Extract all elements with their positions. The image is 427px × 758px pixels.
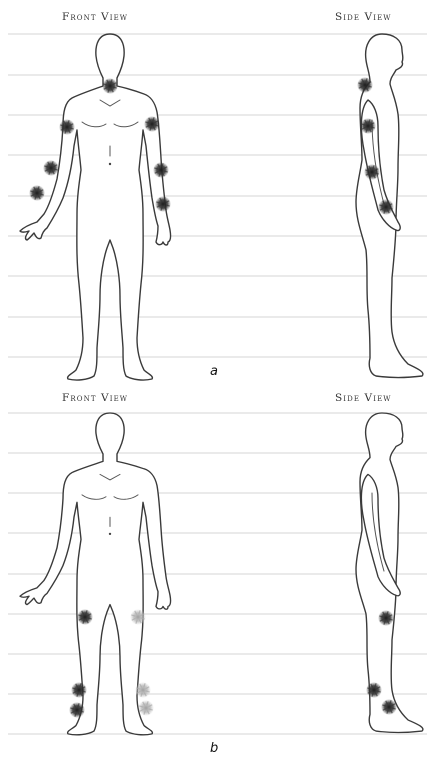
joint-marker-front-left-ankle <box>135 682 151 698</box>
joint-marker-side-neck <box>357 77 373 93</box>
joint-marker-front-right-wrist <box>29 185 45 201</box>
joint-marker-front-left-knee <box>130 609 146 625</box>
joint-marker-front-right-elbow <box>43 160 59 176</box>
joint-marker-side-elbow <box>364 164 380 180</box>
joint-marker-side-knee <box>378 610 394 626</box>
joint-marker-front-left-foot <box>138 700 154 716</box>
side-view-title: Side View <box>335 11 392 23</box>
joint-marker-front-right-ankle <box>71 682 87 698</box>
front-view-title: Front View <box>62 11 128 23</box>
front-view-title: Front View <box>62 392 128 404</box>
joint-marker-front-right-foot <box>69 702 85 718</box>
side-body-figure <box>356 413 423 732</box>
joint-marker-front-neck <box>102 78 118 94</box>
joint-marker-front-left-shoulder <box>144 116 160 132</box>
joint-marker-side-shoulder <box>360 118 376 134</box>
joint-marker-side-foot <box>381 699 397 715</box>
side-view-title: Side View <box>335 392 392 404</box>
panel-label-a: a <box>210 364 218 379</box>
panel-label-b: b <box>210 741 218 756</box>
joint-marker-front-right-shoulder <box>59 119 75 135</box>
joint-marker-front-left-wrist <box>155 196 171 212</box>
joint-marker-front-right-knee <box>77 609 93 625</box>
front-body-figure <box>20 34 171 380</box>
joint-marker-side-wrist <box>378 199 394 215</box>
joint-marker-side-ankle <box>366 682 382 698</box>
joint-marker-front-left-elbow <box>153 162 169 178</box>
